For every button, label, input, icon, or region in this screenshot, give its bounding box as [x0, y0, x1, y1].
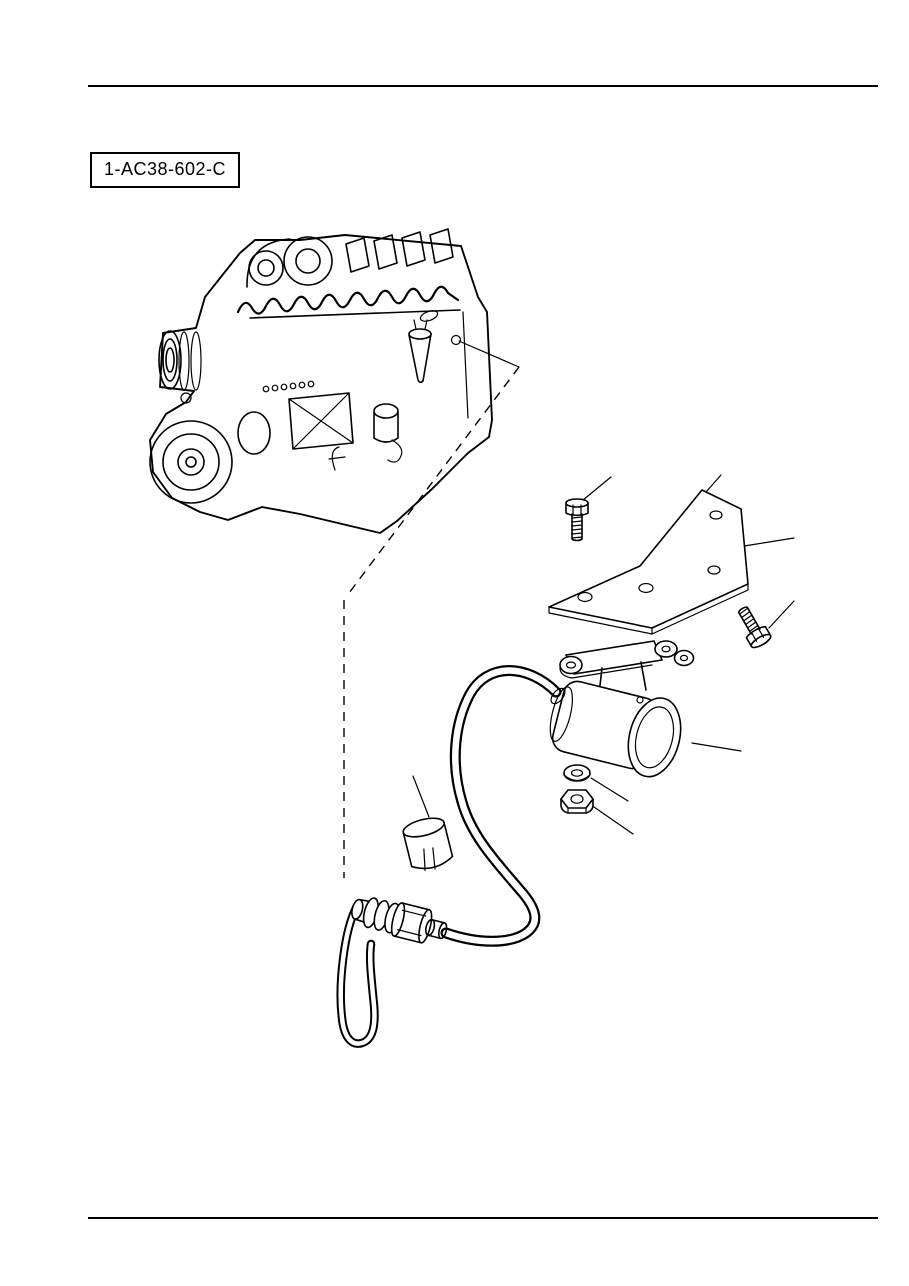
figure-label: 1-AC38-602-C [104, 159, 227, 179]
pump-pulley [158, 330, 202, 391]
front-small-hole [180, 392, 192, 404]
leader-lines [412, 340, 795, 835]
engine-assembly [149, 228, 493, 534]
side-plate [288, 392, 354, 450]
mounting-bracket [548, 489, 749, 635]
small-hook [328, 446, 346, 471]
washer [563, 764, 591, 782]
bracket-bolt-upper [565, 498, 589, 542]
bottom-rule [88, 1217, 878, 1219]
sender-flange [559, 640, 695, 679]
front-bosses [246, 236, 333, 288]
intake-ports [345, 228, 454, 273]
reference-dashed-lines [343, 366, 520, 878]
body-hole [636, 696, 644, 704]
filler-cap [373, 403, 403, 463]
block-dots [262, 380, 315, 393]
figure-label-box: 1-AC38-602-C [90, 152, 241, 188]
cable-clip [402, 817, 454, 872]
top-rule [88, 85, 878, 87]
sender-location [408, 310, 462, 384]
sender-unit [549, 640, 695, 778]
front-opening [237, 411, 271, 455]
block-edge [462, 311, 469, 419]
nut [560, 789, 594, 814]
bracket-bolt-lower [731, 602, 774, 651]
sender-cable [440, 665, 566, 947]
sender-body [549, 680, 682, 778]
connector-plug [351, 897, 448, 944]
crank-pulley [149, 420, 233, 504]
wire-loop [336, 901, 379, 1048]
